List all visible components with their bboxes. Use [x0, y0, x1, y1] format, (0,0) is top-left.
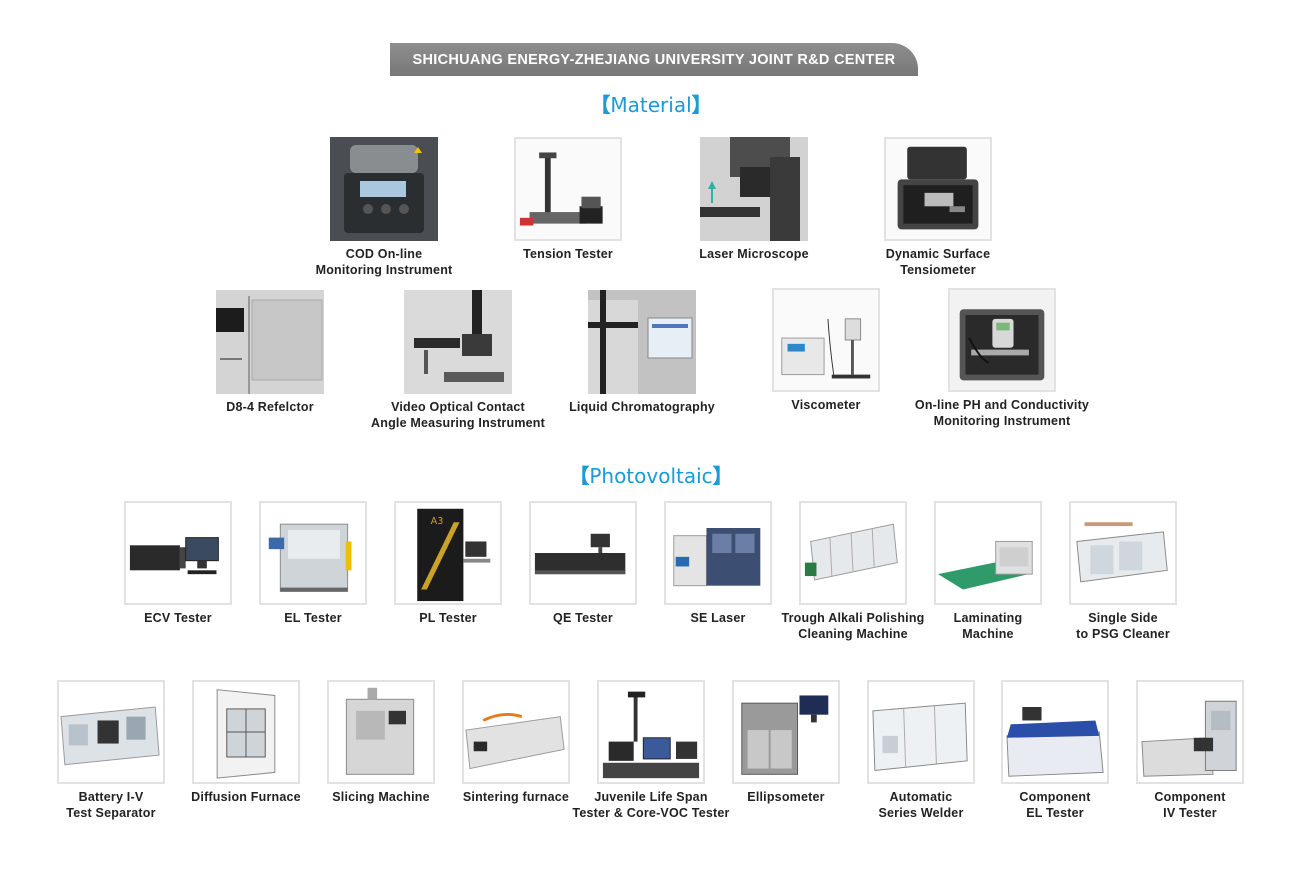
section-title-material: 【Material】 [0, 89, 1302, 118]
equipment-caption: Tension Tester [523, 247, 613, 261]
equipment-caption: Liquid Chromatography [569, 400, 715, 414]
qe-tester-image [529, 501, 637, 605]
slicing-machine-image [327, 680, 435, 784]
contact-angle-image [404, 290, 512, 394]
header-banner: SHICHUANG ENERGY-ZHEJIANG UNIVERSITY JOI… [390, 43, 918, 76]
tension-tester-image [514, 137, 622, 241]
ecv-tester-image [124, 501, 232, 605]
equipment-caption: ECV Tester [144, 611, 212, 625]
equipment-caption: QE Tester [553, 611, 613, 625]
alkali-polishing-image [799, 501, 907, 605]
equipment-caption: Ellipsometer [747, 790, 825, 804]
component-iv-tester-image [1136, 680, 1244, 784]
ellipsometer-image [732, 680, 840, 784]
diffusion-furnace-image [192, 680, 300, 784]
laser-microscope-image [700, 137, 808, 241]
equipment-caption: EL Tester [284, 611, 342, 625]
equipment-caption: Dynamic Surface Tensiometer [885, 247, 991, 277]
bracket-open: 【 [590, 93, 611, 117]
equipment-caption: Sintering furnace [462, 790, 570, 804]
banner-title: SHICHUANG ENERGY-ZHEJIANG UNIVERSITY JOI… [412, 51, 896, 68]
component-el-tester-image [1001, 680, 1109, 784]
reflector-image [216, 290, 324, 394]
cod-instrument-image [330, 137, 438, 241]
chromatography-image [588, 290, 696, 394]
series-welder-image [867, 680, 975, 784]
bracket-close: 】 [712, 464, 733, 488]
sintering-furnace-image [462, 680, 570, 784]
equipment-caption: Slicing Machine [332, 790, 430, 804]
life-span-tester-image [597, 680, 705, 784]
equipment-caption: Laser Microscope [699, 247, 809, 261]
section-title-text: Photovoltaic [589, 464, 713, 488]
equipment-caption: SE Laser [690, 611, 746, 625]
tensiometer-image [884, 137, 992, 241]
equipment-caption: D8-4 Refelctor [226, 400, 314, 414]
equipment-caption: Viscometer [791, 398, 861, 412]
pl-tester-image: A3 [394, 501, 502, 605]
el-tester-image [259, 501, 367, 605]
section-title-photovoltaic: 【Photovoltaic】 [0, 460, 1302, 489]
svg-text:A3: A3 [431, 516, 444, 527]
psg-cleaner-image [1069, 501, 1177, 605]
equipment-caption: PL Tester [419, 611, 477, 625]
bracket-close: 】 [691, 93, 712, 117]
equipment-caption: Diffusion Furnace [191, 790, 301, 804]
bracket-open: 【 [569, 464, 590, 488]
battery-iv-image [57, 680, 165, 784]
section-title-text: Material [610, 93, 692, 117]
laminating-machine-image [934, 501, 1042, 605]
ph-conductivity-image [948, 288, 1056, 392]
viscometer-image [772, 288, 880, 392]
se-laser-image [664, 501, 772, 605]
